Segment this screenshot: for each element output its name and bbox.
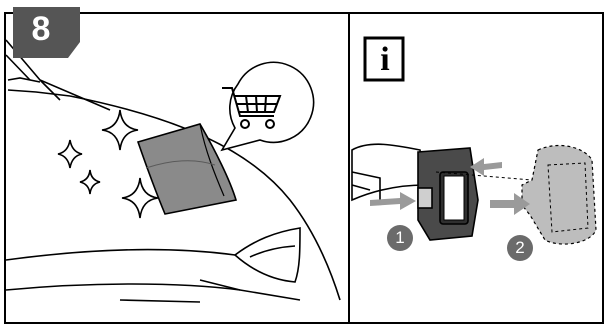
cleaning-cloth <box>138 124 236 214</box>
battery-pack <box>418 148 478 240</box>
figure-frame <box>5 13 603 323</box>
info-icon-letter: i <box>370 40 400 80</box>
step-number: 8 <box>13 10 69 49</box>
sparkle-icon <box>58 110 158 218</box>
drill-handle <box>352 144 425 200</box>
callout-1-label: 1 <box>387 225 413 251</box>
step-number-badge: 8 <box>13 7 73 53</box>
shopping-cart-callout <box>222 62 314 150</box>
callout-2-label: 2 <box>507 235 533 261</box>
